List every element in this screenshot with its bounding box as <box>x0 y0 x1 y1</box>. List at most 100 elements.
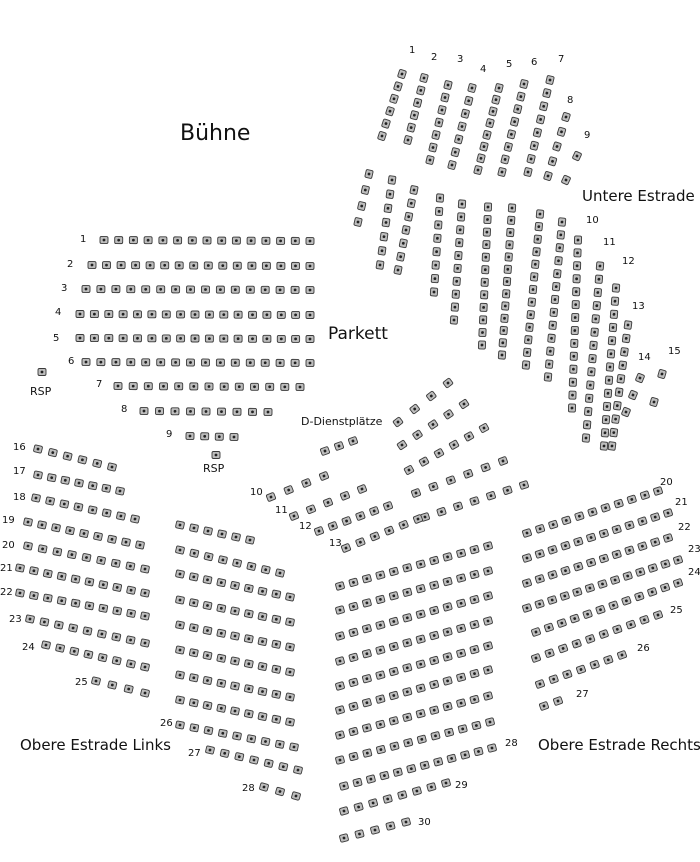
seat[interactable] <box>396 251 406 262</box>
seat[interactable] <box>397 790 408 800</box>
seat[interactable] <box>96 285 106 294</box>
seat[interactable] <box>412 429 423 440</box>
seat[interactable] <box>219 382 229 391</box>
seat[interactable] <box>176 310 186 319</box>
seat[interactable] <box>375 620 386 630</box>
seat[interactable] <box>479 315 488 325</box>
seat[interactable] <box>377 131 387 141</box>
seat[interactable] <box>230 358 240 367</box>
seat[interactable] <box>126 358 136 367</box>
seat[interactable] <box>230 706 240 716</box>
seat[interactable] <box>440 92 450 103</box>
seat[interactable] <box>257 687 268 696</box>
seat[interactable] <box>552 281 561 292</box>
seat[interactable] <box>293 765 303 775</box>
seat[interactable] <box>305 237 315 245</box>
seat[interactable] <box>463 431 475 442</box>
seat[interactable] <box>285 642 295 652</box>
seat[interactable] <box>545 359 554 369</box>
seat[interactable] <box>411 488 421 498</box>
seat[interactable] <box>584 583 595 593</box>
seat[interactable] <box>523 167 533 177</box>
seat[interactable] <box>532 127 542 138</box>
seat[interactable] <box>588 353 597 364</box>
seat[interactable] <box>634 591 645 602</box>
seat[interactable] <box>97 653 108 663</box>
seat[interactable] <box>126 609 136 618</box>
seat[interactable] <box>621 596 632 606</box>
seat[interactable] <box>87 261 97 269</box>
seat[interactable] <box>560 541 571 551</box>
seat[interactable] <box>586 557 597 568</box>
seat[interactable] <box>335 631 345 641</box>
seat[interactable] <box>481 252 490 262</box>
seat[interactable] <box>506 129 516 140</box>
seat[interactable] <box>230 681 240 691</box>
seat[interactable] <box>375 260 385 270</box>
seat[interactable] <box>355 537 366 547</box>
seat[interactable] <box>133 310 142 319</box>
seat[interactable] <box>59 499 70 509</box>
seat[interactable] <box>189 382 199 391</box>
seat[interactable] <box>519 480 529 490</box>
seat[interactable] <box>456 548 466 558</box>
seat[interactable] <box>452 276 461 286</box>
seat[interactable] <box>158 236 168 245</box>
seat[interactable] <box>626 494 637 505</box>
seat[interactable] <box>429 287 439 297</box>
seat[interactable] <box>483 591 493 601</box>
seat[interactable] <box>229 432 239 442</box>
seat[interactable] <box>482 130 492 140</box>
seat[interactable] <box>31 493 41 503</box>
seat[interactable] <box>416 85 426 96</box>
seat[interactable] <box>562 669 573 679</box>
seat[interactable] <box>175 595 185 605</box>
seat[interactable] <box>561 112 571 122</box>
seat[interactable] <box>261 261 271 270</box>
seat[interactable] <box>115 486 125 496</box>
seat[interactable] <box>401 225 411 235</box>
seat[interactable] <box>548 519 559 530</box>
seat[interactable] <box>15 563 25 573</box>
seat[interactable] <box>571 300 580 310</box>
seat[interactable] <box>607 336 617 346</box>
seat[interactable] <box>114 236 124 245</box>
seat[interactable] <box>453 263 462 273</box>
seat[interactable] <box>388 616 399 627</box>
seat[interactable] <box>576 664 586 675</box>
seat[interactable] <box>388 591 399 601</box>
seat[interactable] <box>429 630 440 641</box>
seat[interactable] <box>571 639 582 649</box>
seat[interactable] <box>431 130 441 140</box>
seat[interactable] <box>621 333 631 344</box>
seat[interactable] <box>503 264 512 274</box>
seat[interactable] <box>443 409 454 420</box>
seat[interactable] <box>348 701 359 711</box>
seat[interactable] <box>260 358 270 367</box>
seat[interactable] <box>433 448 445 459</box>
seat[interactable] <box>47 448 58 458</box>
seat[interactable] <box>175 620 185 630</box>
seat[interactable] <box>491 94 501 105</box>
seat[interactable] <box>353 802 364 812</box>
seat[interactable] <box>362 649 372 659</box>
seat[interactable] <box>189 623 199 633</box>
seat[interactable] <box>385 106 395 117</box>
seat[interactable] <box>523 347 532 358</box>
seat[interactable] <box>147 334 157 343</box>
seat[interactable] <box>263 758 274 768</box>
seat[interactable] <box>230 656 240 666</box>
seat[interactable] <box>488 106 498 117</box>
seat[interactable] <box>382 794 393 804</box>
seat[interactable] <box>174 382 184 391</box>
seat[interactable] <box>544 648 555 658</box>
seat[interactable] <box>570 325 579 336</box>
seat[interactable] <box>388 641 399 652</box>
seat[interactable] <box>581 433 591 443</box>
seat[interactable] <box>560 566 571 576</box>
seat[interactable] <box>650 512 661 522</box>
seat[interactable] <box>200 432 210 441</box>
seat[interactable] <box>70 598 81 608</box>
seat[interactable] <box>139 407 149 415</box>
seat[interactable] <box>156 358 166 367</box>
